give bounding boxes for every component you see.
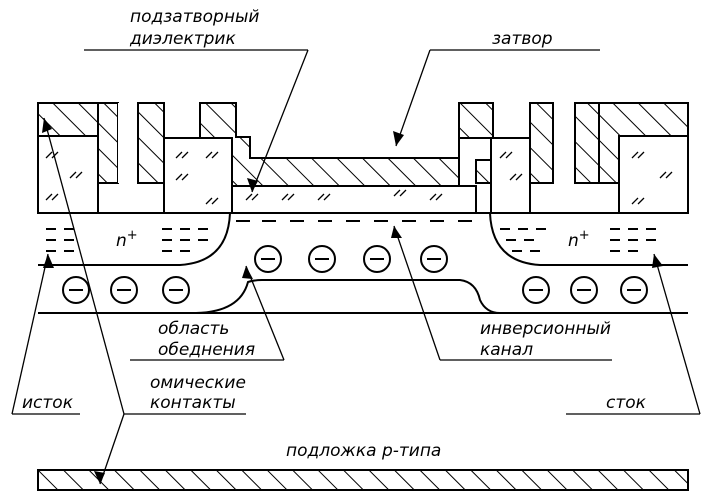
drain-metal-finger-1 [529, 102, 554, 184]
source-metal-finger-3 [137, 102, 165, 184]
arrow-gate-dielectric [247, 178, 258, 192]
gate-label: затвор [492, 29, 553, 49]
acceptor-ion-icon [522, 276, 550, 304]
ohmic-contacts-label-line2: контакты [150, 393, 236, 413]
arrowheads [42, 118, 663, 484]
arrow-gate [393, 131, 404, 146]
arrow-ohmic-bottom [94, 471, 105, 484]
acceptor-ion-icon [620, 276, 648, 304]
depletion-region-boundary [38, 279, 688, 314]
source-metal-finger-2 [118, 103, 138, 183]
inversion-label-line2: канал [480, 340, 533, 360]
acceptor-ion-icon [363, 245, 391, 273]
acceptor-ion-icon [254, 245, 282, 273]
oxide-layer [37, 135, 689, 214]
source-metal-finger-1 [97, 102, 119, 184]
acceptor-ion-icon [62, 276, 90, 304]
acceptor-ion-icon [420, 245, 448, 273]
acceptor-ion-icon [308, 245, 336, 273]
drain-label: сток [606, 393, 647, 413]
acceptor-ion-icon [162, 276, 190, 304]
n-plus-source-label: n+ [116, 228, 138, 251]
substrate-region [37, 469, 689, 491]
n-plus-source-region [38, 212, 231, 266]
arrow-depletion [242, 266, 253, 279]
gate-dielectric-label-line2: диэлектрик [129, 29, 236, 49]
arrow-drain [652, 254, 663, 268]
n-plus-drain-label: n+ [568, 228, 590, 251]
leader-lines [11, 49, 701, 485]
gate-metal [199, 102, 516, 187]
drain-electrons-dashes [500, 228, 656, 252]
arrow-source [43, 254, 54, 268]
n-plus-drain-region [489, 212, 688, 266]
arrow-inversion [391, 226, 402, 238]
drain-metal-finger-2 [574, 102, 600, 184]
acceptor-ion-icon [110, 276, 138, 304]
inversion-label-line1: инверсионный [480, 319, 611, 339]
depletion-label-line1: область [158, 319, 229, 339]
gate-dielectric-label-line1: подзатворный [130, 7, 259, 27]
arrow-ohmic-top [42, 118, 52, 133]
ohmic-contacts-label-line1: омические [150, 373, 246, 393]
source-electrons-dashes [46, 228, 208, 252]
acceptor-ion-icon [570, 276, 598, 304]
depletion-label-line2: обеднения [158, 340, 255, 360]
substrate-label: подложка p-типа [286, 441, 441, 461]
ionized-acceptors [62, 245, 648, 304]
source-label: исток [22, 393, 74, 413]
